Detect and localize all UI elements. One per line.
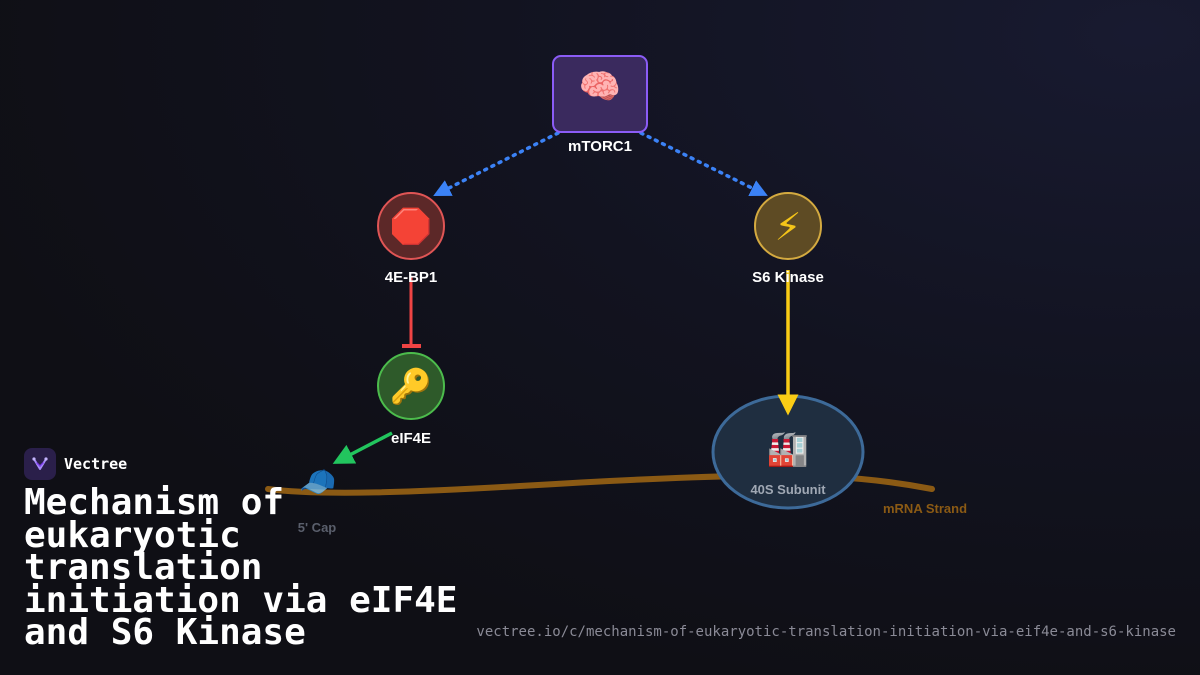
node-mtorc1[interactable]: 🧠 mTORC1 <box>552 55 648 155</box>
brand[interactable]: Vectree <box>24 447 127 481</box>
node-5-cap-label: 5' Cap <box>298 520 337 535</box>
node-4ebp1[interactable]: 🛑 4E-BP1 <box>377 192 445 286</box>
edge-eif4e-to-cap <box>332 431 393 464</box>
lightning-icon: ⚡ <box>775 205 802 249</box>
cap-icon: 🧢 <box>299 465 336 500</box>
node-eif4e[interactable]: 🔑 eIF4E <box>377 352 445 447</box>
edge-mtorc1-to-4ebp1 <box>433 131 560 196</box>
key-icon: 🔑 <box>390 366 432 407</box>
node-4ebp1-label: 4E-BP1 <box>385 269 438 286</box>
source-url[interactable]: vectree.io/c/mechanism-of-eukaryotic-tra… <box>476 624 1176 640</box>
node-40s-subunit[interactable]: 🏭 40S Subunit <box>711 394 865 510</box>
factory-icon: 🏭 <box>767 429 809 469</box>
node-5-cap[interactable]: 🧢 5' Cap <box>298 465 337 535</box>
brain-icon: 🧠 <box>579 67 621 107</box>
edge-mtorc1-to-s6k <box>639 131 768 196</box>
node-40s-subunit-label: 40S Subunit <box>750 482 826 497</box>
v-tree-logo-icon <box>24 448 56 480</box>
mrna-strand-label: mRNA Strand <box>883 501 967 516</box>
edge-4ebp1-inhibits-eif4e <box>402 276 421 348</box>
node-mtorc1-label: mTORC1 <box>568 138 632 155</box>
stop-sign-icon: 🛑 <box>390 207 432 247</box>
brand-name: Vectree <box>64 455 128 473</box>
page-title: Mechanism of eukaryotic translation init… <box>24 482 458 653</box>
node-s6-kinase-label: S6 Kinase <box>752 269 824 286</box>
node-s6-kinase[interactable]: ⚡ S6 Kinase <box>752 192 824 286</box>
node-eif4e-label: eIF4E <box>391 430 431 447</box>
